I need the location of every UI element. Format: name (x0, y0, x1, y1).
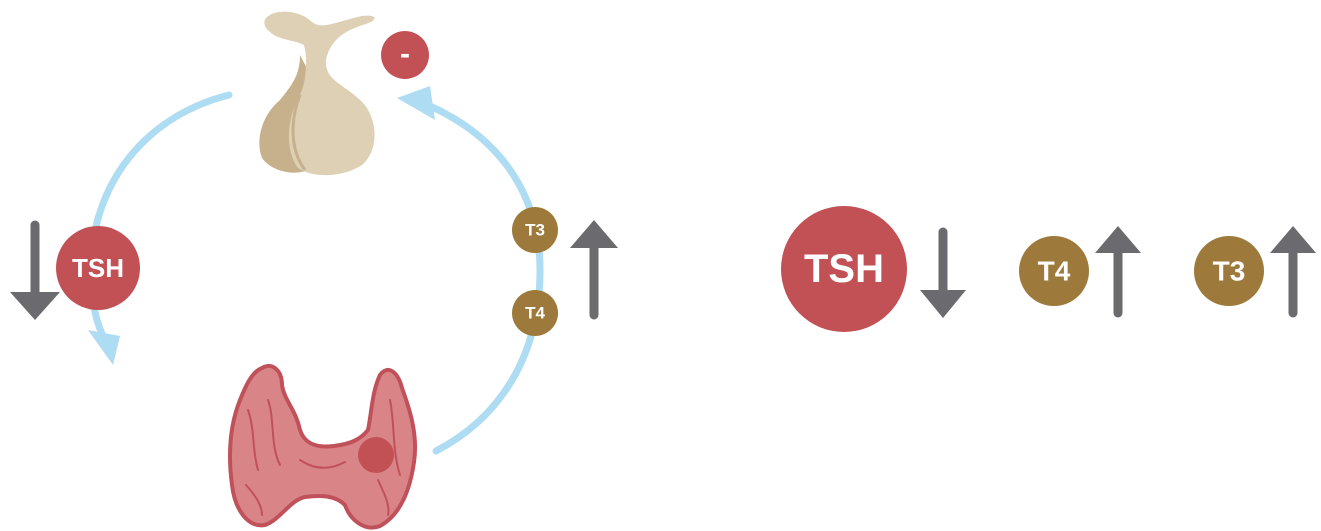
cycle-arrowhead-right (397, 86, 435, 120)
summary-tsh: TSH (781, 206, 907, 332)
feedback-sign: - (400, 38, 410, 71)
loop-t3-badge: T3 (512, 207, 558, 253)
summary-t3: T3 (1194, 236, 1264, 306)
loop-tsh-badge: TSH (56, 226, 140, 310)
loop-tsh-down-arrow (10, 220, 60, 320)
thyroid-gland-icon (228, 364, 418, 530)
loop-t4-label: T4 (525, 304, 545, 323)
summary-t4-label: T4 (1038, 256, 1071, 287)
summary-t3-up-arrow (1270, 226, 1316, 318)
cycle-arrow-left (87, 91, 233, 349)
loop-t4-badge: T4 (512, 290, 558, 336)
cycle-arrowhead-left (88, 330, 120, 365)
thyroid-nodule (358, 437, 394, 473)
loop-thyroid-hormones-up-arrow (570, 220, 618, 320)
summary-t4: T4 (1019, 236, 1089, 306)
summary-tsh-label: TSH (804, 247, 884, 291)
pituitary-gland-icon (259, 11, 375, 176)
loop-tsh-label: TSH (72, 253, 124, 283)
negative-feedback-badge: - (381, 31, 429, 79)
summary-t4-up-arrow (1095, 226, 1141, 318)
summary-tsh-down-arrow (920, 227, 966, 318)
cycle-arrow-right (426, 102, 544, 455)
loop-t3-label: T3 (525, 221, 545, 240)
cycle-arrows (87, 86, 544, 455)
summary-t3-label: T3 (1213, 256, 1246, 287)
